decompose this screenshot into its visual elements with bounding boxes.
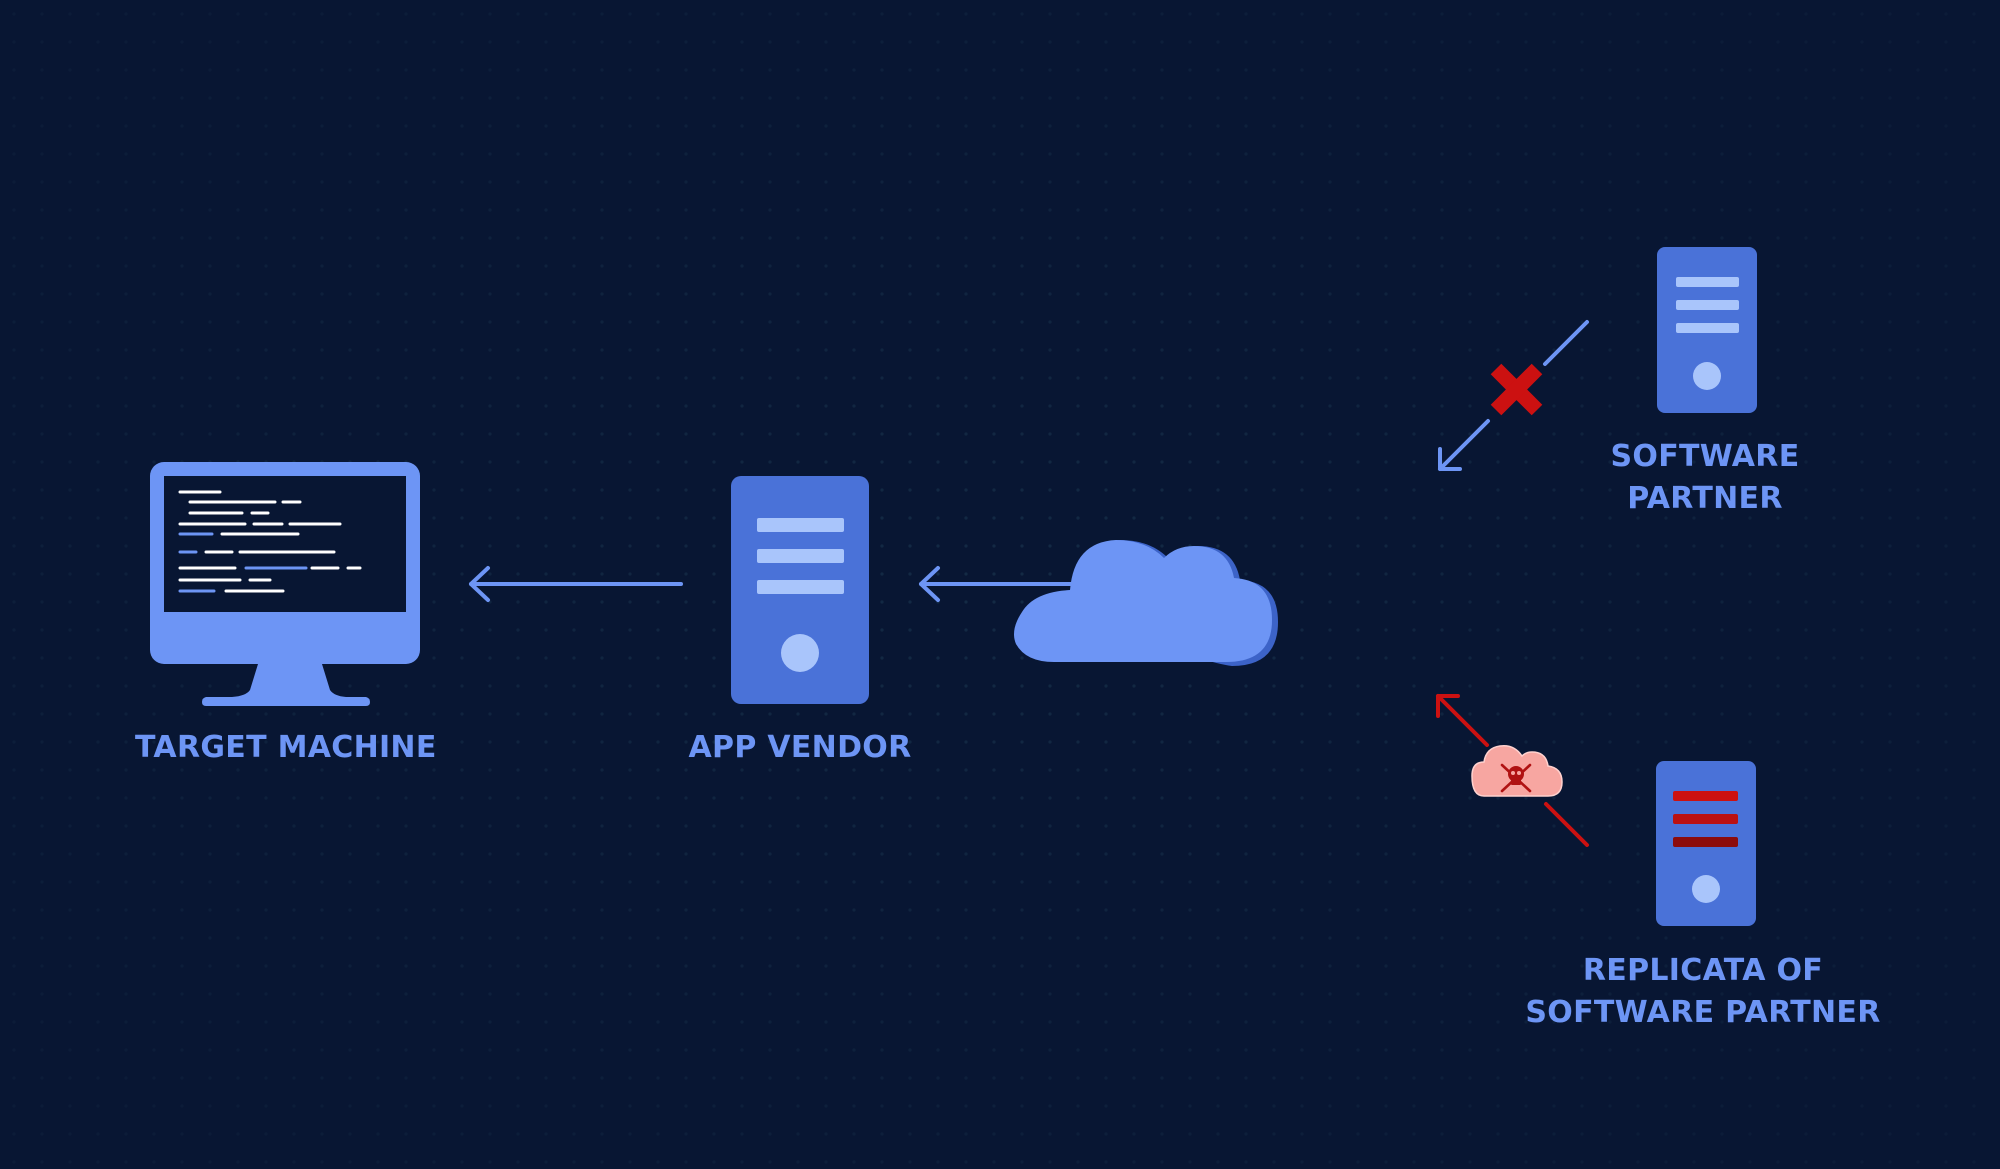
software-partner-label-line1: SOFTWARE: [1610, 439, 1800, 474]
replica-label-line1: REPLICATA OF: [1582, 953, 1824, 988]
skull-cloud-icon: [1471, 744, 1563, 797]
cloud-icon: [1014, 540, 1278, 666]
server-icon: [731, 476, 869, 704]
target-machine-label: TARGET MACHINE: [135, 730, 437, 765]
server-icon: [1656, 761, 1756, 926]
software-partner-label-line2: PARTNER: [1627, 481, 1783, 516]
arrow-replica-to-cloud-malicious: [1436, 694, 1589, 847]
monitor-icon: [150, 462, 420, 706]
x-mark-icon: [1490, 363, 1543, 416]
software-partner-label: SOFTWARE PARTNER: [1555, 436, 1855, 520]
arrow-partner-to-cloud-blocked: [1438, 320, 1589, 471]
server-icon: [1657, 247, 1757, 413]
replica-label: REPLICATA OF SOFTWARE PARTNER: [1503, 950, 1903, 1034]
replica-label-line2: SOFTWARE PARTNER: [1525, 995, 1881, 1030]
app-vendor-label: APP VENDOR: [688, 730, 912, 765]
arrow-vendor-to-target: [469, 566, 683, 602]
